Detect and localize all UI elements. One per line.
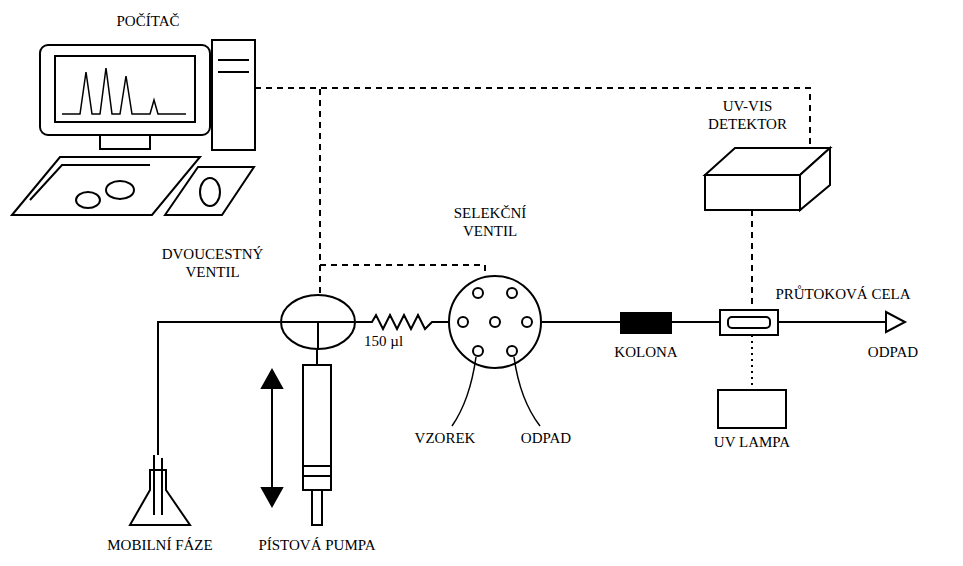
detector-side (800, 148, 830, 210)
part-label: UV LAMPA (692, 434, 812, 452)
valve-port (473, 288, 483, 298)
selection-valve-drawing (449, 276, 541, 426)
part-label: KOLONA (596, 344, 696, 362)
valve-port (473, 346, 483, 356)
light-path (751, 335, 753, 390)
selection-valve: SELEKČNÍ VENTIL (448, 275, 542, 369)
part-label: DVOUCESTNÝ VENTIL (150, 246, 275, 281)
piston-pump: PÍSTOVÁ PUMPA (303, 365, 331, 490)
detector-box: UV-VIS DETEKTOR (705, 148, 830, 210)
mouse-pad (165, 167, 254, 215)
screen-peaks (62, 68, 186, 114)
flow-cell-drawing (720, 310, 778, 335)
flask (130, 470, 190, 525)
flow-cell-body (720, 310, 778, 335)
tubing (672, 321, 720, 323)
volume-label: 150 µl (362, 333, 405, 351)
computer-drawing (12, 40, 255, 215)
valve-channels (281, 322, 355, 349)
two-way-valve-drawing (281, 295, 355, 349)
part-label: PÍSTOVÁ PUMPA (235, 537, 399, 555)
stroke-arrow (271, 376, 273, 500)
stroke-arrow-heads (262, 370, 282, 506)
pump-drawing (262, 365, 331, 525)
flow-cell-window (728, 317, 770, 328)
flask-tube (161, 458, 163, 515)
screen (55, 56, 195, 122)
column-drawing (620, 312, 672, 334)
tubing (316, 350, 318, 365)
pump-rod (312, 490, 322, 525)
signal-line (255, 88, 485, 275)
valve-port (458, 317, 468, 327)
two-way-valve: DVOUCESTNÝ VENTIL (280, 294, 356, 350)
flask-drawing (130, 455, 190, 525)
port-label: ODPAD (506, 430, 586, 448)
monitor-stand (100, 135, 150, 149)
flask-tube (153, 455, 155, 515)
leader-line (452, 357, 476, 426)
signal-line (255, 88, 810, 148)
uv-lamp: UV LAMPA (718, 390, 786, 428)
valve-port (507, 288, 517, 298)
valve-body (449, 276, 541, 368)
flow-cell: PRŮTOKOVÁ CELA (720, 310, 778, 335)
tower-slot (218, 71, 249, 73)
pump-piston (303, 475, 331, 477)
column: KOLONA (620, 312, 672, 334)
lamp-drawing (718, 390, 786, 428)
tower (212, 40, 255, 150)
waste-outlet-drawing (886, 312, 905, 332)
pump-piston (303, 465, 331, 467)
computer: POČÍTAČ (10, 40, 255, 225)
mobile-phase-flask: MOBILNÍ FÁZE (130, 455, 190, 525)
tubing (778, 321, 886, 323)
mouse (200, 178, 220, 206)
detector-drawing (705, 148, 830, 210)
port-label: VZOREK (405, 430, 485, 448)
keyboard-key (76, 192, 100, 208)
tower-slot (218, 59, 249, 61)
part-label: UV-VIS DETEKTOR (700, 98, 795, 133)
part-label: PRŮTOKOVÁ CELA (758, 286, 928, 304)
signal-line (255, 88, 320, 294)
valve-port (522, 317, 532, 327)
pump-barrel (303, 365, 331, 490)
part-label: ODPAD (848, 344, 938, 362)
part-label: MOBILNÍ FÁZE (75, 537, 245, 555)
tubing (158, 322, 280, 455)
waste-outlet: ODPAD (886, 312, 905, 332)
light-path (751, 210, 753, 310)
monitor (40, 45, 210, 135)
holding-coil (356, 315, 448, 329)
detector-front (705, 175, 800, 210)
valve-body (281, 295, 355, 349)
part-label: SELEKČNÍ VENTIL (440, 205, 540, 240)
keyboard-key (106, 181, 134, 199)
valve-port (490, 317, 500, 327)
leader-line (514, 357, 540, 426)
part-label: POČÍTAČ (88, 13, 208, 31)
valve-port (507, 346, 517, 356)
tubing (542, 321, 620, 323)
